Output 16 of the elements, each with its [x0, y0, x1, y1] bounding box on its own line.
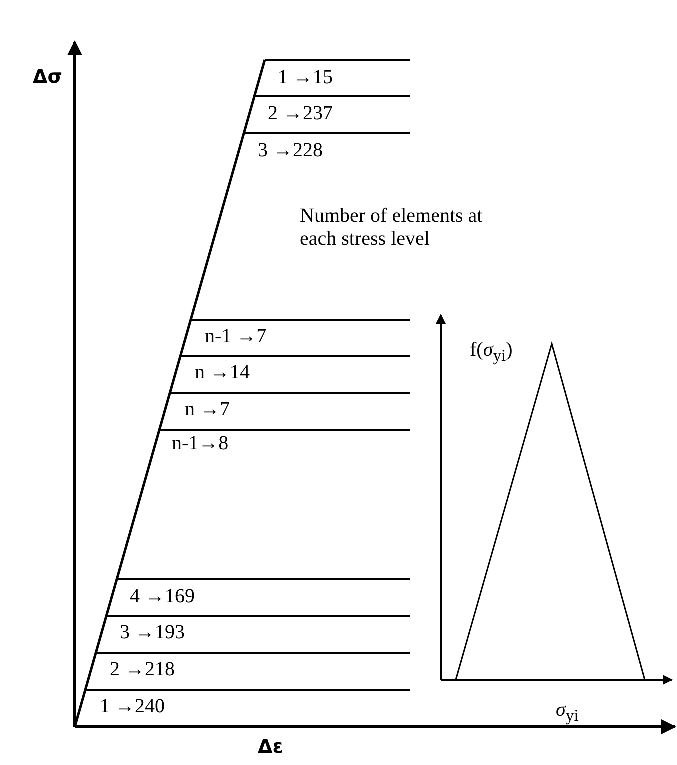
level-count: n →7 [185, 398, 230, 422]
axis-label: Δε [258, 737, 284, 759]
level-count: 4 →169 [130, 586, 195, 608]
level-count: 2 →218 [110, 658, 175, 682]
level-count: 2 →237 [268, 102, 333, 126]
axis-label: σ$_{yi}$ [556, 698, 579, 726]
level-count: n-1 →7 [205, 326, 267, 348]
level-count: n-1→8 [172, 432, 229, 456]
level-count: n →14 [195, 362, 250, 384]
level-count: 3 →228 [258, 140, 323, 162]
axis-label: Δσ [33, 67, 63, 89]
annotation-text: Number of elements at each stress level [300, 205, 484, 251]
level-count: 3 →193 [120, 622, 185, 644]
level-count: 1 →240 [100, 696, 165, 718]
axis-label: f(σ$_{yi}$) [470, 338, 513, 366]
level-count: 1 →15 [278, 66, 333, 90]
